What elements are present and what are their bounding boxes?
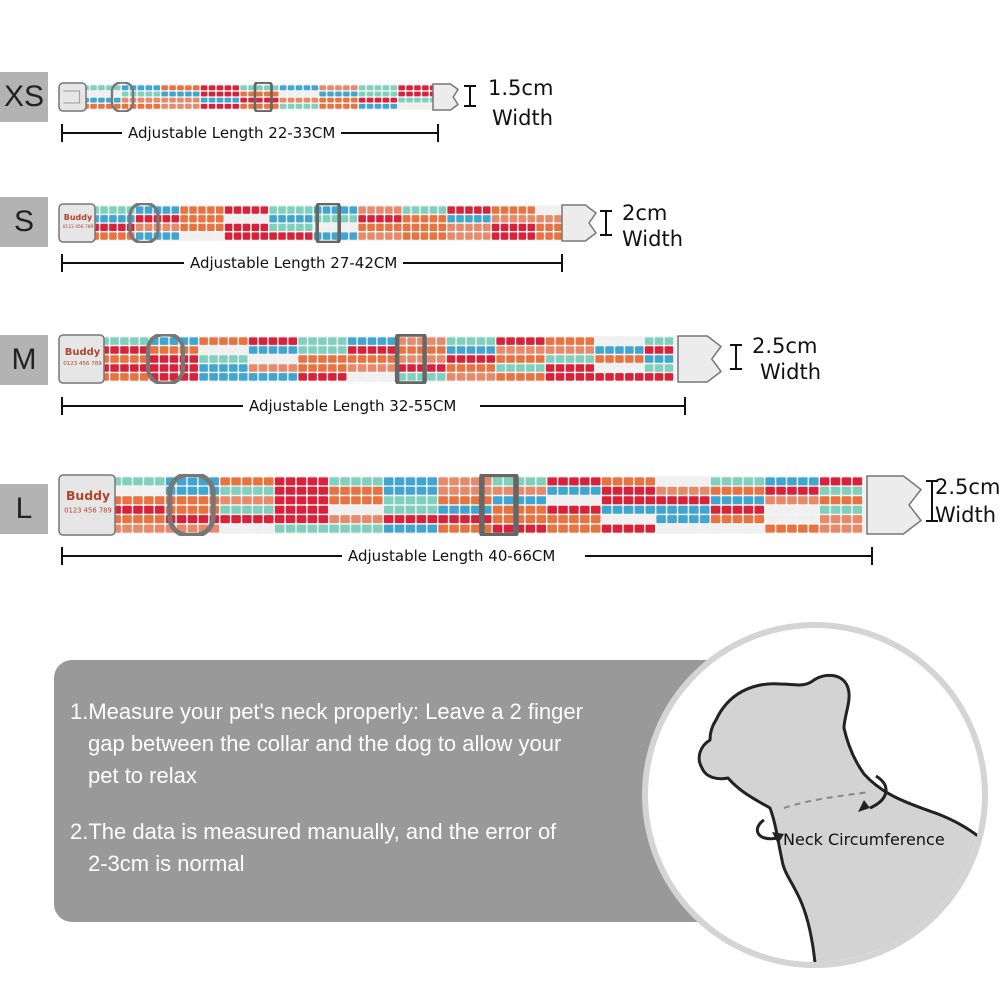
instruction-2-line-2: 2-3cm is normal — [88, 851, 245, 876]
width-bracket-l — [926, 480, 938, 522]
size-tab-xs: XS — [0, 72, 48, 122]
neck-circumference-label: Neck Circumference — [783, 830, 945, 849]
width-value-xs: 1.5cm — [488, 76, 554, 100]
width-word-s: Width — [622, 227, 684, 251]
collar-image-s: Buddy 0123 456 789 — [58, 203, 598, 243]
svg-text:0123 456 789: 0123 456 789 — [63, 361, 102, 367]
length-label-s: Adjustable Length 27-42CM — [184, 254, 404, 272]
svg-text:Buddy: Buddy — [65, 347, 101, 358]
size-tab-s: S — [0, 197, 48, 247]
svg-text:0123 456 789: 0123 456 789 — [63, 224, 94, 230]
width-bracket-s — [600, 210, 612, 236]
svg-text:0123 456 789: 0123 456 789 — [64, 506, 112, 514]
svg-text:Buddy: Buddy — [64, 213, 93, 222]
width-value-m: 2.5cm — [752, 334, 818, 358]
dog-silhouette-icon — [697, 673, 982, 962]
collar-image-m: Buddy 0123 456 789 — [58, 334, 723, 384]
instruction-1-line-1: 1.Measure your pet's neck properly: Leav… — [70, 699, 583, 724]
size-tab-l: L — [0, 484, 48, 534]
length-label-xs: Adjustable Length 22-33CM — [122, 124, 342, 142]
instruction-2-line-1: 2.The data is measured manually, and the… — [70, 819, 557, 844]
svg-text:Buddy: Buddy — [66, 488, 110, 503]
width-bracket-m — [730, 344, 742, 370]
instruction-1-line-3: pet to relax — [88, 763, 197, 788]
dog-neck-illustration — [642, 622, 988, 968]
length-label-l: Adjustable Length 40-66CM — [342, 547, 586, 565]
width-bracket-xs — [464, 85, 476, 107]
width-value-l: 2.5cm — [935, 475, 1000, 499]
collar-image-l: Buddy 0123 456 789 — [58, 474, 923, 536]
size-tab-m: M — [0, 335, 48, 385]
length-label-m: Adjustable Length 32-55CM — [243, 397, 481, 415]
width-word-m: Width — [760, 360, 822, 384]
width-value-s: 2cm — [622, 201, 668, 225]
instruction-1-line-2: gap between the collar and the dog to al… — [88, 731, 562, 756]
width-word-xs: Width — [492, 106, 554, 130]
collar-image-xs — [58, 82, 460, 112]
width-word-l: Width — [935, 503, 997, 527]
